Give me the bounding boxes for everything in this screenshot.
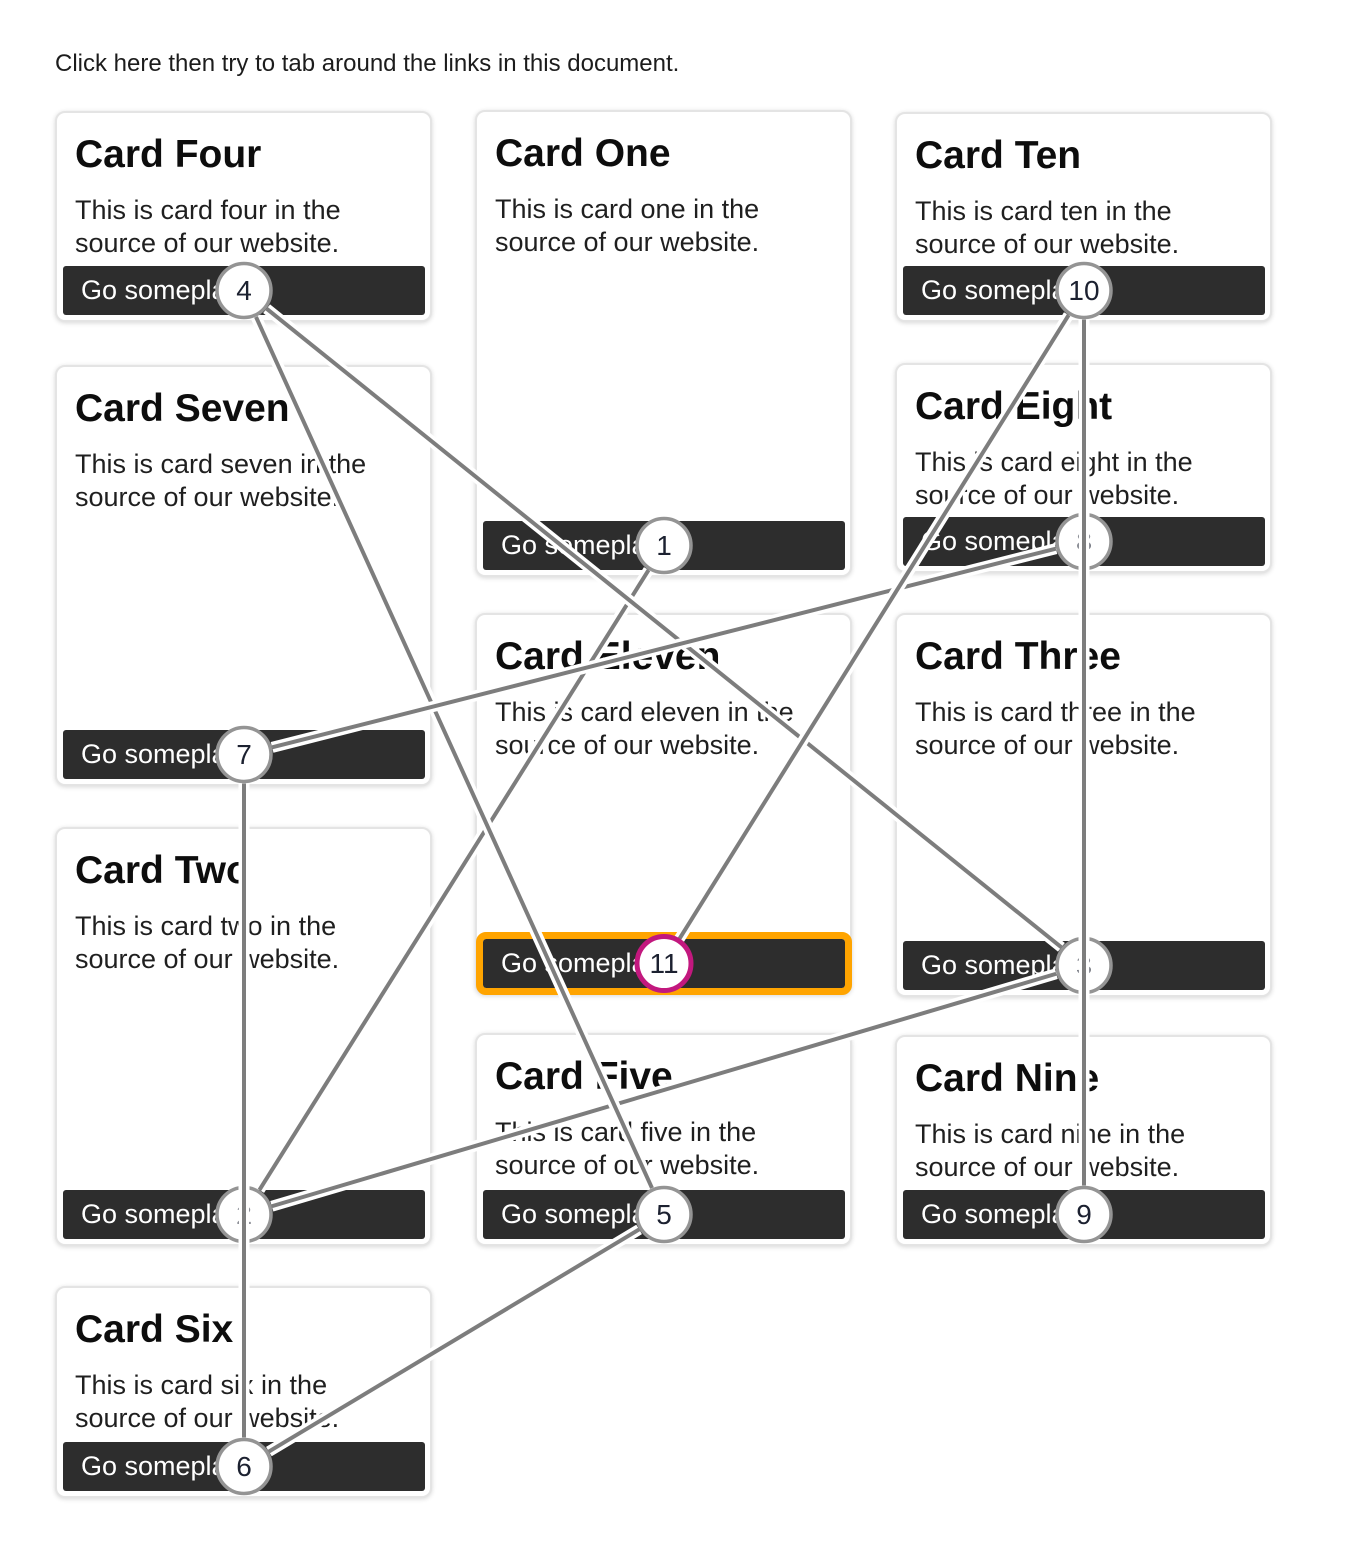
card-title: Card Nine	[915, 1057, 1100, 1100]
card-title: Card Three	[915, 635, 1121, 678]
card-title: Card Four	[75, 133, 262, 176]
card-body-text: This is card nine in the source of our w…	[915, 1118, 1186, 1182]
card-title: Card Ten	[915, 134, 1082, 177]
go-someplace-button[interactable]: Go someplace	[63, 1190, 425, 1239]
card: Card Three This is card three in the sou…	[895, 613, 1272, 997]
card: Card Eight This is card eight in the sou…	[895, 363, 1272, 573]
go-someplace-button[interactable]: Go someplace	[63, 730, 425, 779]
card: Card Ten This is card ten in the source …	[895, 112, 1272, 322]
card: Card Nine This is card nine in the sourc…	[895, 1035, 1272, 1246]
card-title: Card Two	[75, 849, 250, 892]
card-body-text: This is card ten in the source of our we…	[915, 195, 1180, 259]
card: Card Eleven This is card eleven in the s…	[475, 613, 852, 995]
go-someplace-button[interactable]: Go someplace	[903, 266, 1265, 315]
card-title: Card One	[495, 132, 671, 175]
card-title: Card Eight	[915, 385, 1113, 428]
go-someplace-button[interactable]: Go someplace	[483, 521, 845, 570]
go-someplace-button[interactable]: Go someplace	[903, 1190, 1265, 1239]
card-title: Card Seven	[75, 387, 290, 430]
card-body-text: This is card seven in the source of our …	[75, 448, 367, 512]
card: Card Seven This is card seven in the sou…	[55, 365, 432, 786]
card-body-text: This is card three in the source of our …	[915, 696, 1196, 760]
card: Card Four This is card four in the sourc…	[55, 111, 432, 322]
card-body-text: This is card two in the source of our we…	[75, 910, 340, 974]
card-body-text: This is card six in the source of our we…	[75, 1369, 340, 1433]
go-someplace-button[interactable]: Go someplace	[903, 941, 1265, 990]
card-body-text: This is card four in the source of our w…	[75, 194, 341, 258]
go-someplace-button[interactable]: Go someplace	[63, 266, 425, 315]
go-someplace-button[interactable]: Go someplace	[63, 1442, 425, 1491]
card-title: Card Eleven	[495, 635, 721, 678]
card: Card Six This is card six in the source …	[55, 1286, 432, 1498]
instruction-text: Click here then try to tab around the li…	[55, 50, 680, 77]
card: Card Two This is card two in the source …	[55, 827, 432, 1246]
card: Card Five This is card five in the sourc…	[475, 1033, 852, 1246]
card: Card One This is card one in the source …	[475, 110, 852, 577]
card-body-text: This is card five in the source of our w…	[495, 1116, 760, 1180]
card-title: Card Six	[75, 1308, 234, 1351]
go-someplace-button[interactable]: Go someplace	[903, 517, 1265, 566]
card-title: Card Five	[495, 1055, 673, 1098]
card-body-text: This is card eleven in the source of our…	[495, 696, 794, 760]
card-body-text: This is card eight in the source of our …	[915, 446, 1193, 510]
go-someplace-button[interactable]: Go someplace	[476, 932, 852, 995]
go-someplace-button[interactable]: Go someplace	[483, 1190, 845, 1239]
card-body-text: This is card one in the source of our we…	[495, 193, 760, 257]
